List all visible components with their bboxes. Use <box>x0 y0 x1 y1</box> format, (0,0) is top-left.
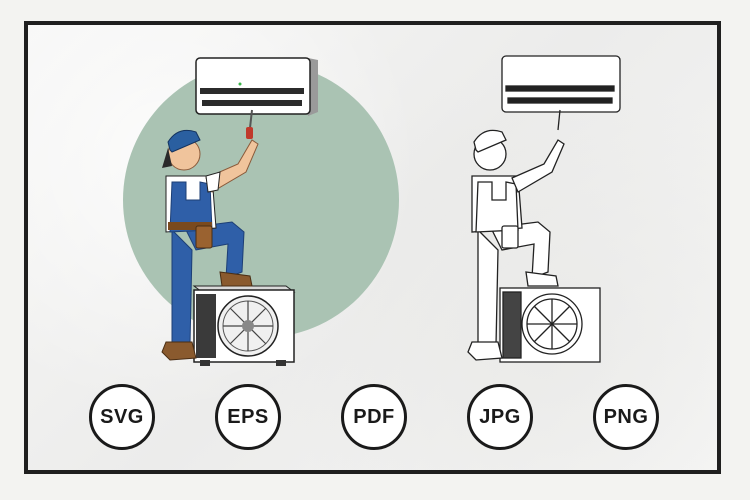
format-badge-png: PNG <box>593 384 659 450</box>
colored-illustration <box>123 57 399 366</box>
technician-outline-figure <box>467 129 565 361</box>
format-badge-svg: SVG <box>89 384 155 450</box>
outdoor-unit-outline-icon <box>499 287 601 363</box>
format-label: PDF <box>353 405 395 428</box>
format-badge-pdf: PDF <box>341 384 407 450</box>
format-label: PNG <box>603 405 649 428</box>
format-badge-eps: EPS <box>215 384 281 450</box>
format-label: JPG <box>479 405 521 428</box>
screwdriver-icon <box>246 109 253 139</box>
format-label: SVG <box>100 405 144 428</box>
outdoor-unit-fan-icon <box>192 285 296 366</box>
air-conditioner-icon <box>195 57 318 116</box>
line-art-illustration <box>467 55 621 363</box>
air-conditioner-outline-icon <box>501 55 621 113</box>
format-badge-jpg: JPG <box>467 384 533 450</box>
format-label: EPS <box>227 405 269 428</box>
technician-figure <box>161 129 259 361</box>
